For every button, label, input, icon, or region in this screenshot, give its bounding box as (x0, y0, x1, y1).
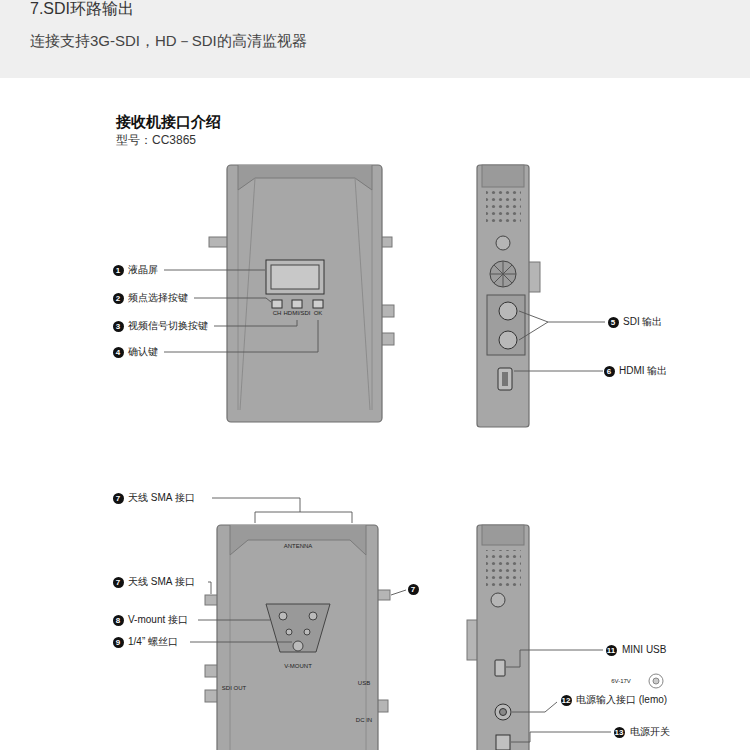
receiver-back (205, 525, 390, 750)
device-marking: ANTENNA (284, 543, 313, 550)
callout-label: SDI 输出 (623, 316, 662, 328)
callout-number: 8 (113, 615, 124, 626)
callout-number: 13 (614, 727, 625, 738)
callout-label: 电源输入接口 (lemo) (576, 694, 667, 706)
header-band: 7.SDI环路输出连接支持3G-SDI，HD－SDI的高清监视器 (0, 0, 750, 78)
section-heading: 7.SDI环路输出 (30, 0, 134, 20)
callout-label: V-mount 接口 (128, 614, 188, 626)
callout-label: HDMI 输出 (619, 365, 667, 377)
callout-label: 视频信号切换按键 (128, 320, 208, 332)
callout-number: 12 (561, 695, 572, 706)
device-marking: CH (273, 310, 282, 317)
callout-label: 确认键 (128, 346, 158, 358)
callout-label: MINI USB (622, 644, 666, 656)
callout-label: 天线 SMA 接口 (128, 492, 195, 504)
section-text: 连接支持3G-SDI，HD－SDI的高清监视器 (30, 30, 307, 51)
callout-label: 频点选择按键 (128, 292, 188, 304)
callout-number: 5 (608, 317, 619, 328)
device-marking: SDI OUT (222, 685, 246, 692)
callout-label: 1/4” 螺丝口 (128, 636, 178, 648)
callout-label: 天线 SMA 接口 (128, 576, 195, 588)
model-number: 型号：CC3865 (116, 133, 196, 147)
callout-number: 7 (113, 493, 124, 504)
receiver-side-2 (467, 525, 663, 750)
receiver-front (209, 165, 394, 422)
device-marking: 6V-17V (611, 678, 631, 685)
callout-number: 6 (604, 366, 615, 377)
callout-number: 1 (113, 265, 124, 276)
diagram-title: 接收机接口介绍 (116, 113, 221, 132)
leader-lines (164, 270, 611, 742)
device-marking: V-MOUNT (284, 663, 312, 670)
device-marking: DC IN (356, 717, 372, 724)
device-marking: OK (314, 310, 323, 317)
receiver-side (477, 165, 540, 427)
device-marking: HDMI/SDI (284, 310, 311, 317)
callout-number: 7 (113, 577, 124, 588)
callout-number: 2 (113, 293, 124, 304)
callout-number: 3 (113, 321, 124, 332)
callout-number: 7 (408, 584, 419, 595)
callout-label: 液晶屏 (128, 264, 158, 276)
device-marking: USB (358, 680, 370, 687)
callout-number: 9 (113, 637, 124, 648)
callout-number: 4 (113, 347, 124, 358)
callout-number: 11 (606, 645, 617, 656)
callout-label: 电源开关 (630, 726, 670, 738)
